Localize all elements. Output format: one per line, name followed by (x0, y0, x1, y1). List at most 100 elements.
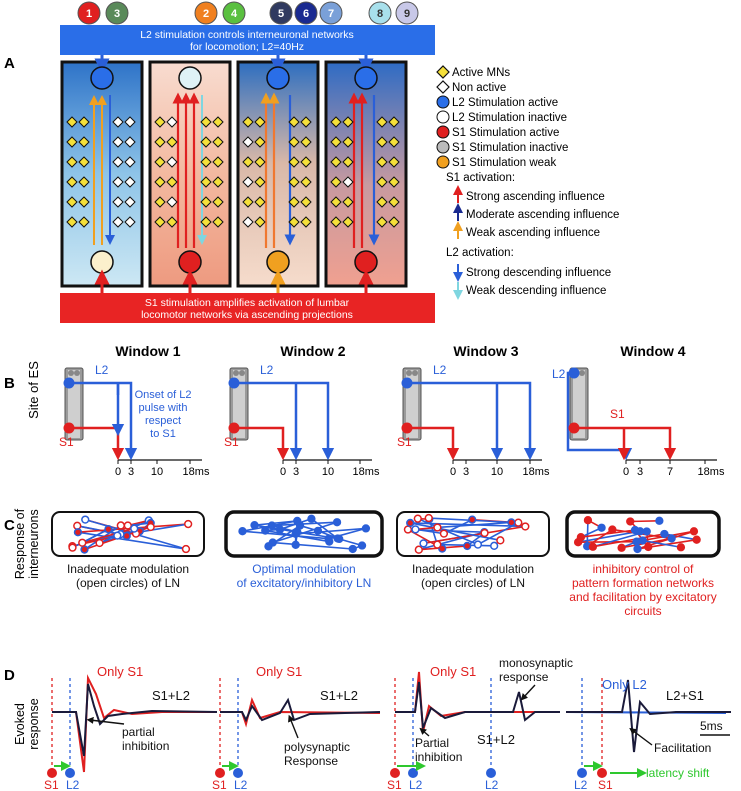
motoneuron-diamond (330, 196, 342, 208)
combined-stim-trace (395, 681, 560, 729)
stim-marker-1 (390, 768, 400, 778)
stim-marker-2 (233, 768, 243, 778)
motoneuron-diamond (388, 196, 400, 208)
motoneuron-diamond (288, 136, 300, 148)
window-title: Window 4 (620, 343, 685, 359)
interneuron-node (617, 543, 626, 552)
interneuron-node (633, 544, 642, 554)
interneuron-node (361, 524, 371, 533)
network-box (396, 511, 550, 557)
combined-stim-label: S1+L2 (477, 732, 515, 747)
interneuron-node (689, 527, 699, 536)
stim-marker-2 (65, 768, 75, 778)
motoneuron-diamond (330, 176, 342, 188)
network-box (565, 510, 721, 558)
electrode-number: 1 (86, 8, 92, 20)
interneuron-node (642, 527, 651, 536)
l2-label: L2 (260, 363, 274, 377)
interneuron-node (261, 526, 270, 535)
electrode-number: 8 (377, 8, 383, 20)
motoneuron-diamond (300, 176, 312, 188)
motoneuron-diamond (124, 176, 136, 188)
legend-l2-inactive: L2 Stimulation inactive (452, 112, 567, 124)
non-active-mn-icon (436, 80, 450, 94)
motoneuron-diamond (288, 216, 300, 228)
legend-active-mns: Active MNs (452, 67, 510, 79)
motoneuron-diamond (330, 136, 342, 148)
l2-banner-line2: for locomotion; L2=40Hz (190, 41, 304, 53)
interneuron-node (238, 527, 247, 536)
interneuron-node (275, 525, 285, 534)
interneuron-node (81, 515, 90, 524)
time-tick-label: 18ms (698, 466, 725, 478)
panel-c-ylabel-2: interneurons (27, 509, 41, 579)
interneuron-node (414, 545, 423, 554)
network-caption-line: (open circles) of LN (76, 576, 180, 590)
motoneuron-diamond (154, 216, 166, 228)
interneuron-node (655, 516, 664, 525)
motoneuron-diamond (212, 176, 224, 188)
time-tick-label: 0 (280, 466, 286, 478)
trace-annotation: Partial (415, 736, 449, 750)
panel-label-d: D (4, 667, 15, 684)
motoneuron-diamond (300, 156, 312, 168)
interneuron-node (130, 524, 139, 533)
s1-active-circle (354, 250, 378, 274)
motoneuron-diamond (300, 136, 312, 148)
electrode-circle-5 (269, 1, 293, 25)
l2-inactive-circle (178, 66, 202, 90)
window-title: Window 2 (280, 343, 345, 359)
motoneuron-diamond (330, 116, 342, 128)
stim-marker-2 (597, 768, 607, 778)
electrode-circle-9 (395, 1, 419, 25)
motoneuron-diamond (388, 176, 400, 188)
interneuron-node (267, 521, 277, 530)
motoneuron-diamond (124, 136, 136, 148)
trace-annotation: inhibition (122, 739, 169, 753)
single-stim-label: Only L2 (602, 677, 647, 692)
s1-inactive-circle (90, 250, 114, 274)
interneuron-node (80, 545, 89, 554)
motoneuron-diamond (112, 176, 124, 188)
interneuron-node (638, 536, 647, 545)
trace-annotation: partial (122, 725, 155, 739)
interneuron-node (250, 521, 259, 530)
motoneuron-diamond (212, 156, 224, 168)
legend-s1-activation: S1 activation: (446, 172, 515, 184)
evoked-trace-panel: Only S1S1+L2Partialinhibitionmonosynapti… (387, 656, 573, 791)
s1-active-icon (436, 125, 450, 139)
time-tick-label: 18ms (183, 466, 210, 478)
motoneuron-diamond (112, 136, 124, 148)
trace-annotation-2: monosynaptic (499, 656, 573, 670)
trace-annotation-2: response (499, 670, 549, 684)
motoneuron-diamond (112, 196, 124, 208)
motoneuron-diamond (154, 176, 166, 188)
legend-s1-active: S1 Stimulation active (452, 127, 559, 139)
motoneuron-diamond (212, 216, 224, 228)
interneuron-node (660, 529, 669, 539)
s1-weak-circle (266, 250, 290, 274)
stim-marker-2 (408, 768, 418, 778)
interneuron-node (325, 537, 334, 546)
interneuron-node (630, 525, 640, 535)
panel-label-a: A (4, 55, 15, 72)
time-tick-label: 10 (151, 466, 163, 478)
motoneuron-diamond (376, 196, 388, 208)
electrode-number: 5 (278, 8, 284, 20)
motoneuron-diamond (388, 136, 400, 148)
time-tick-label: 10 (322, 466, 334, 478)
interneuron-node (332, 518, 342, 527)
motoneuron-diamond (200, 176, 212, 188)
s1-label: S1 (59, 435, 74, 449)
network-caption-line: and facilitation by excitatory (569, 590, 716, 604)
motoneuron-diamond (342, 196, 354, 208)
panel-c-ylabel-1: Response of (13, 508, 27, 579)
electrode-circle-1 (77, 1, 101, 25)
motoneuron-diamond (342, 216, 354, 228)
interneuron-node (116, 521, 125, 530)
motoneuron-diamond (154, 196, 166, 208)
s1-active-circle (178, 250, 202, 274)
interneuron-node (576, 533, 586, 542)
stim-marker-1 (215, 768, 225, 778)
